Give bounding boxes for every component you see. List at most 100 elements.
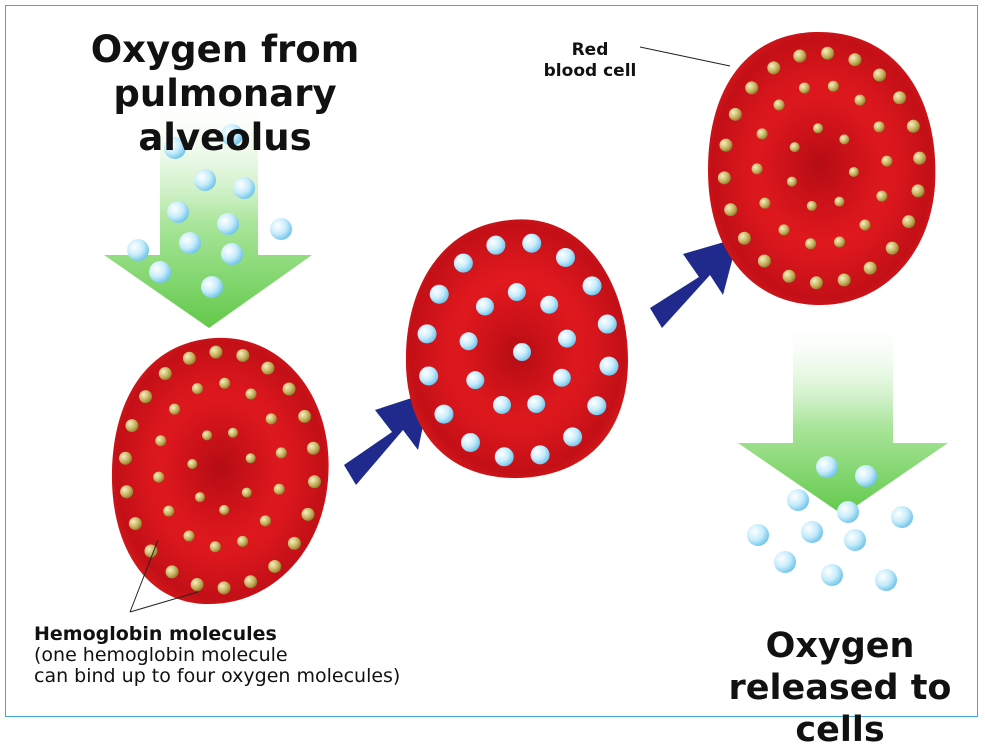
- hemoglobin-molecule: [210, 541, 221, 552]
- oxygen-molecule: [149, 261, 171, 283]
- bound-oxygen-molecule: [418, 324, 437, 343]
- hemoglobin-molecule: [268, 560, 281, 573]
- hemoglobin-molecule: [237, 536, 248, 547]
- hemoglobin-molecule: [195, 492, 205, 502]
- hemoglobin-molecule: [854, 95, 865, 106]
- hemoglobin-molecule: [307, 442, 320, 455]
- hemoglobin-molecule: [912, 184, 925, 197]
- oxygen-molecule: [801, 521, 823, 543]
- title-oxygen-from-alveolus: Oxygen from pulmonary alveolus: [40, 28, 410, 160]
- oxygen-molecule: [233, 177, 255, 199]
- hemoglobin-molecule: [779, 224, 790, 235]
- oxygen-molecule: [891, 506, 913, 528]
- hemoglobin-molecule: [757, 128, 768, 139]
- bound-oxygen-molecule: [508, 283, 526, 301]
- hemoglobin-molecule: [813, 123, 823, 133]
- bound-oxygen-molecule: [461, 433, 480, 452]
- oxygen-outflow-arrow: [738, 318, 948, 515]
- hemoglobin-molecule: [302, 508, 315, 521]
- bound-oxygen-molecule: [486, 236, 505, 255]
- title-out-line1: Oxygen: [700, 625, 980, 667]
- oxygen-molecule: [270, 218, 292, 240]
- hemoglobin-molecule: [163, 506, 174, 517]
- bound-oxygen-molecule: [430, 285, 449, 304]
- hemoglobin-molecule: [236, 349, 249, 362]
- hemoglobin-molecule: [759, 198, 770, 209]
- hemoglobin-molecule: [752, 163, 763, 174]
- hemoglobin-molecule: [738, 232, 751, 245]
- hemoglobin-molecule: [209, 346, 222, 359]
- hemoglobin-molecule: [783, 270, 796, 283]
- hemoglobin-molecule: [876, 191, 887, 202]
- bound-oxygen-molecule: [556, 248, 575, 267]
- bound-oxygen-molecule: [495, 447, 514, 466]
- bound-oxygen-molecule: [540, 296, 558, 314]
- hemoglobin-molecule: [228, 428, 238, 438]
- hemoglobin-molecule: [805, 238, 816, 249]
- red-blood-cell-label: Red blood cell: [520, 40, 660, 82]
- oxygen-molecule: [855, 465, 877, 487]
- oxygen-molecule: [179, 232, 201, 254]
- hemoglobin-caption-line2: (one hemoglobin molecule: [34, 645, 400, 666]
- title-in-line2: pulmonary alveolus: [40, 72, 410, 160]
- hemoglobin-molecule: [886, 242, 899, 255]
- hemoglobin-molecule: [283, 382, 296, 395]
- hemoglobin-molecule: [893, 91, 906, 104]
- hemoglobin-molecule: [849, 167, 859, 177]
- hemoglobin-molecule: [260, 515, 271, 526]
- oxygen-molecule: [217, 213, 239, 235]
- hemoglobin-molecule: [192, 383, 203, 394]
- red-blood-cell-loaded-hemoglobin: [112, 338, 329, 604]
- bound-oxygen-molecule: [563, 427, 582, 446]
- bound-oxygen-molecule: [419, 366, 438, 385]
- hemoglobin-molecule: [187, 459, 197, 469]
- flow-arrow-2: [650, 238, 738, 328]
- bound-oxygen-molecule: [587, 396, 606, 415]
- hemoglobin-molecule: [799, 82, 810, 93]
- bound-oxygen-molecule: [522, 234, 541, 253]
- hemoglobin-molecule: [838, 274, 851, 287]
- hemoglobin-molecule: [244, 575, 257, 588]
- hemoglobin-molecule: [810, 276, 823, 289]
- hemoglobin-molecule: [183, 530, 194, 541]
- oxygen-molecule: [194, 169, 216, 191]
- hemoglobin-molecule: [166, 565, 179, 578]
- hemoglobin-molecule: [834, 197, 844, 207]
- hemoglobin-molecule: [125, 419, 138, 432]
- hemoglobin-molecule: [907, 120, 920, 133]
- rbc-label-line1: Red: [520, 40, 660, 61]
- hemoglobin-molecule: [828, 81, 839, 92]
- hemoglobin-molecule: [787, 177, 797, 187]
- oxygen-molecule: [774, 551, 796, 573]
- hemoglobin-molecule: [834, 237, 845, 248]
- bound-oxygen-molecule: [513, 343, 531, 361]
- title-oxygen-released: Oxygen released to cells: [700, 625, 980, 751]
- hemoglobin-molecule: [902, 215, 915, 228]
- hemoglobin-molecule: [793, 49, 806, 62]
- hemoglobin-molecule: [790, 142, 800, 152]
- bound-oxygen-molecule: [558, 330, 576, 348]
- hemoglobin-molecule: [276, 447, 287, 458]
- hemoglobin-molecule: [724, 203, 737, 216]
- hemoglobin-molecule: [864, 262, 877, 275]
- bound-oxygen-molecule: [598, 315, 617, 334]
- hemoglobin-molecule: [246, 453, 256, 463]
- hemoglobin-molecule: [219, 378, 230, 389]
- hemoglobin-molecule: [159, 367, 172, 380]
- hemoglobin-caption: Hemoglobin molecules (one hemoglobin mol…: [34, 624, 400, 687]
- hemoglobin-molecule: [881, 156, 892, 167]
- hemoglobin-molecule: [183, 352, 196, 365]
- hemoglobin-molecule: [848, 53, 861, 66]
- bound-oxygen-molecule: [527, 395, 545, 413]
- hemoglobin-molecule: [119, 452, 132, 465]
- bound-oxygen-molecule: [434, 405, 453, 424]
- bound-oxygen-molecule: [466, 371, 484, 389]
- bound-oxygen-molecule: [460, 332, 478, 350]
- bound-oxygen-molecule: [553, 369, 571, 387]
- red-blood-cell-deoxygenated: [708, 32, 935, 305]
- title-out-line2: released to cells: [700, 667, 980, 751]
- bound-oxygen-molecule: [531, 445, 550, 464]
- hemoglobin-molecule: [288, 537, 301, 550]
- oxygen-molecule: [787, 489, 809, 511]
- oxygen-molecule: [844, 529, 866, 551]
